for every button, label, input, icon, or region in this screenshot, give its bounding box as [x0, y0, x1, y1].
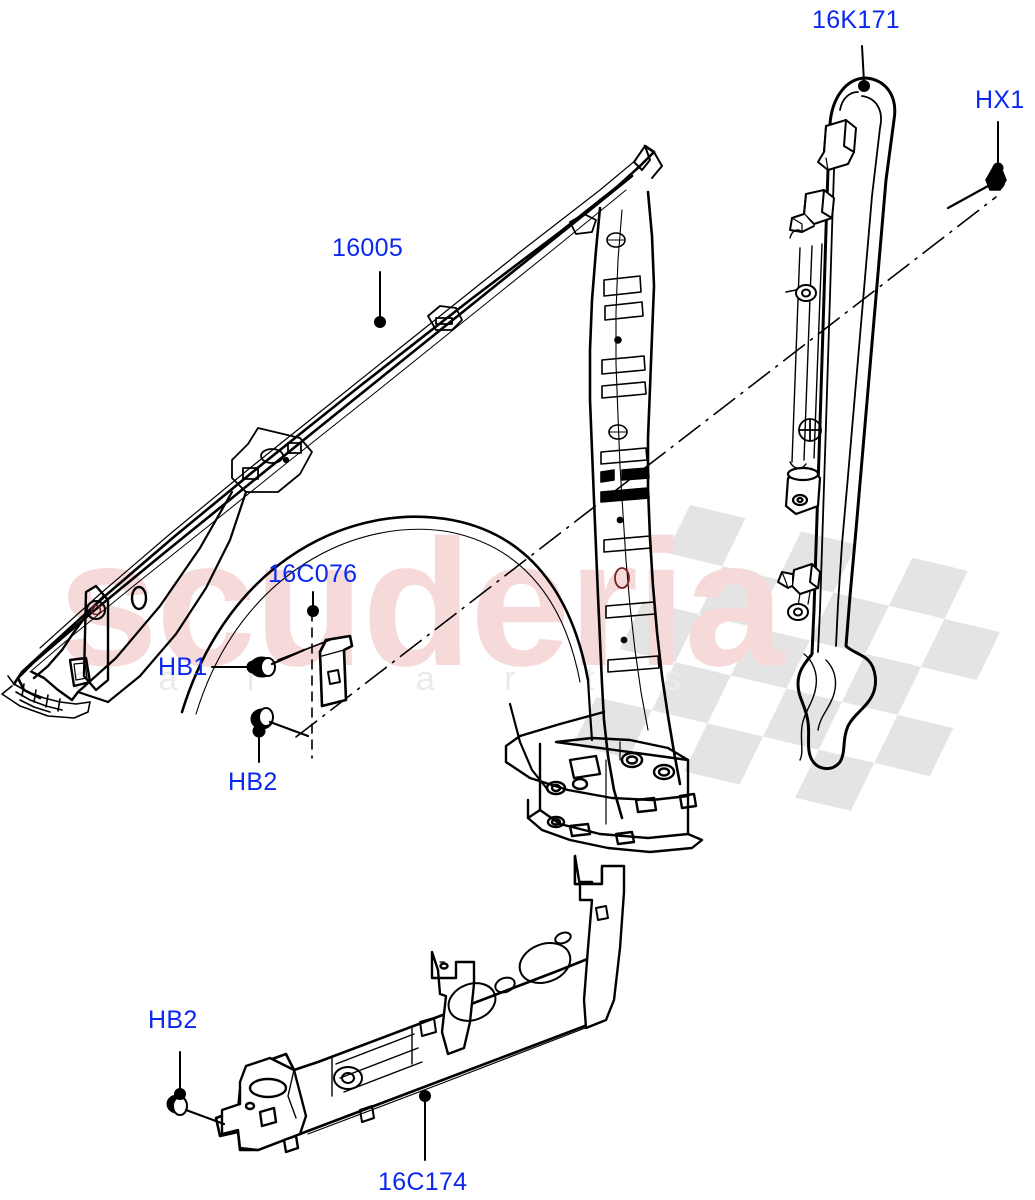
fender-lower-flange-tail — [1, 675, 91, 719]
16c174-rib-and-hole-details — [307, 905, 609, 1135]
callout-16005[interactable]: 16005 — [332, 234, 404, 262]
callout-hb2-upper[interactable]: HB2 — [228, 768, 278, 796]
fender-lower-triangular-brace — [76, 490, 248, 704]
leader-16c174 — [419, 1090, 431, 1161]
callout-hb2-lower[interactable]: HB2 — [148, 1006, 198, 1034]
16k171-lower-grommet — [787, 603, 809, 621]
a-pillar-rib-details — [600, 232, 660, 673]
fender-rail-upper-notch-2 — [569, 213, 597, 235]
callout-hb1[interactable]: HB1 — [158, 653, 208, 681]
fender-rail-slot-bracket — [231, 427, 313, 493]
16k171-mid-clip — [789, 189, 835, 233]
16k171-lower-tail-detail — [799, 639, 837, 761]
fender-wheel-arch — [180, 515, 590, 715]
a-pillar-sill-bracket — [504, 710, 704, 854]
16c174-left-end-plate — [220, 1056, 308, 1154]
16c174-top-profile — [573, 854, 626, 1030]
leader-16k171 — [858, 45, 870, 92]
leader-16c076 — [307, 591, 319, 617]
hb1-install-path — [277, 639, 331, 661]
16k171-top-clip — [817, 119, 857, 171]
fastener-hb2-lower-bolt — [166, 1088, 226, 1126]
16k171-grommet-boss — [785, 284, 817, 302]
leader-16005 — [374, 271, 386, 328]
fastener-hb2-upper-bolt — [250, 707, 310, 738]
fender-rail-upper-notch — [427, 305, 463, 331]
16k171-lower-clip — [777, 563, 821, 607]
alignment-axis — [295, 196, 997, 738]
fender-lower-left-hinge-face — [30, 584, 148, 702]
16k171-cylinder-boss — [784, 466, 822, 516]
callout-16c076[interactable]: 16C076 — [268, 560, 358, 588]
16k171-internal-flutes — [789, 229, 823, 469]
callout-16c174[interactable]: 16C174 — [378, 1168, 468, 1196]
fender-arch-lower-skirt — [508, 678, 594, 792]
callout-hx1[interactable]: HX1 — [975, 86, 1025, 114]
16k171-cross-hole — [798, 418, 822, 442]
bracket-16c076-hole — [327, 669, 341, 685]
callout-16k171[interactable]: 16K171 — [812, 6, 900, 34]
fastener-hx1-bolt — [946, 162, 1007, 210]
16c174-middle-tab — [430, 950, 476, 1056]
cowl-top-tab — [633, 145, 663, 179]
watermark-brand-text: scuderia — [58, 503, 784, 704]
